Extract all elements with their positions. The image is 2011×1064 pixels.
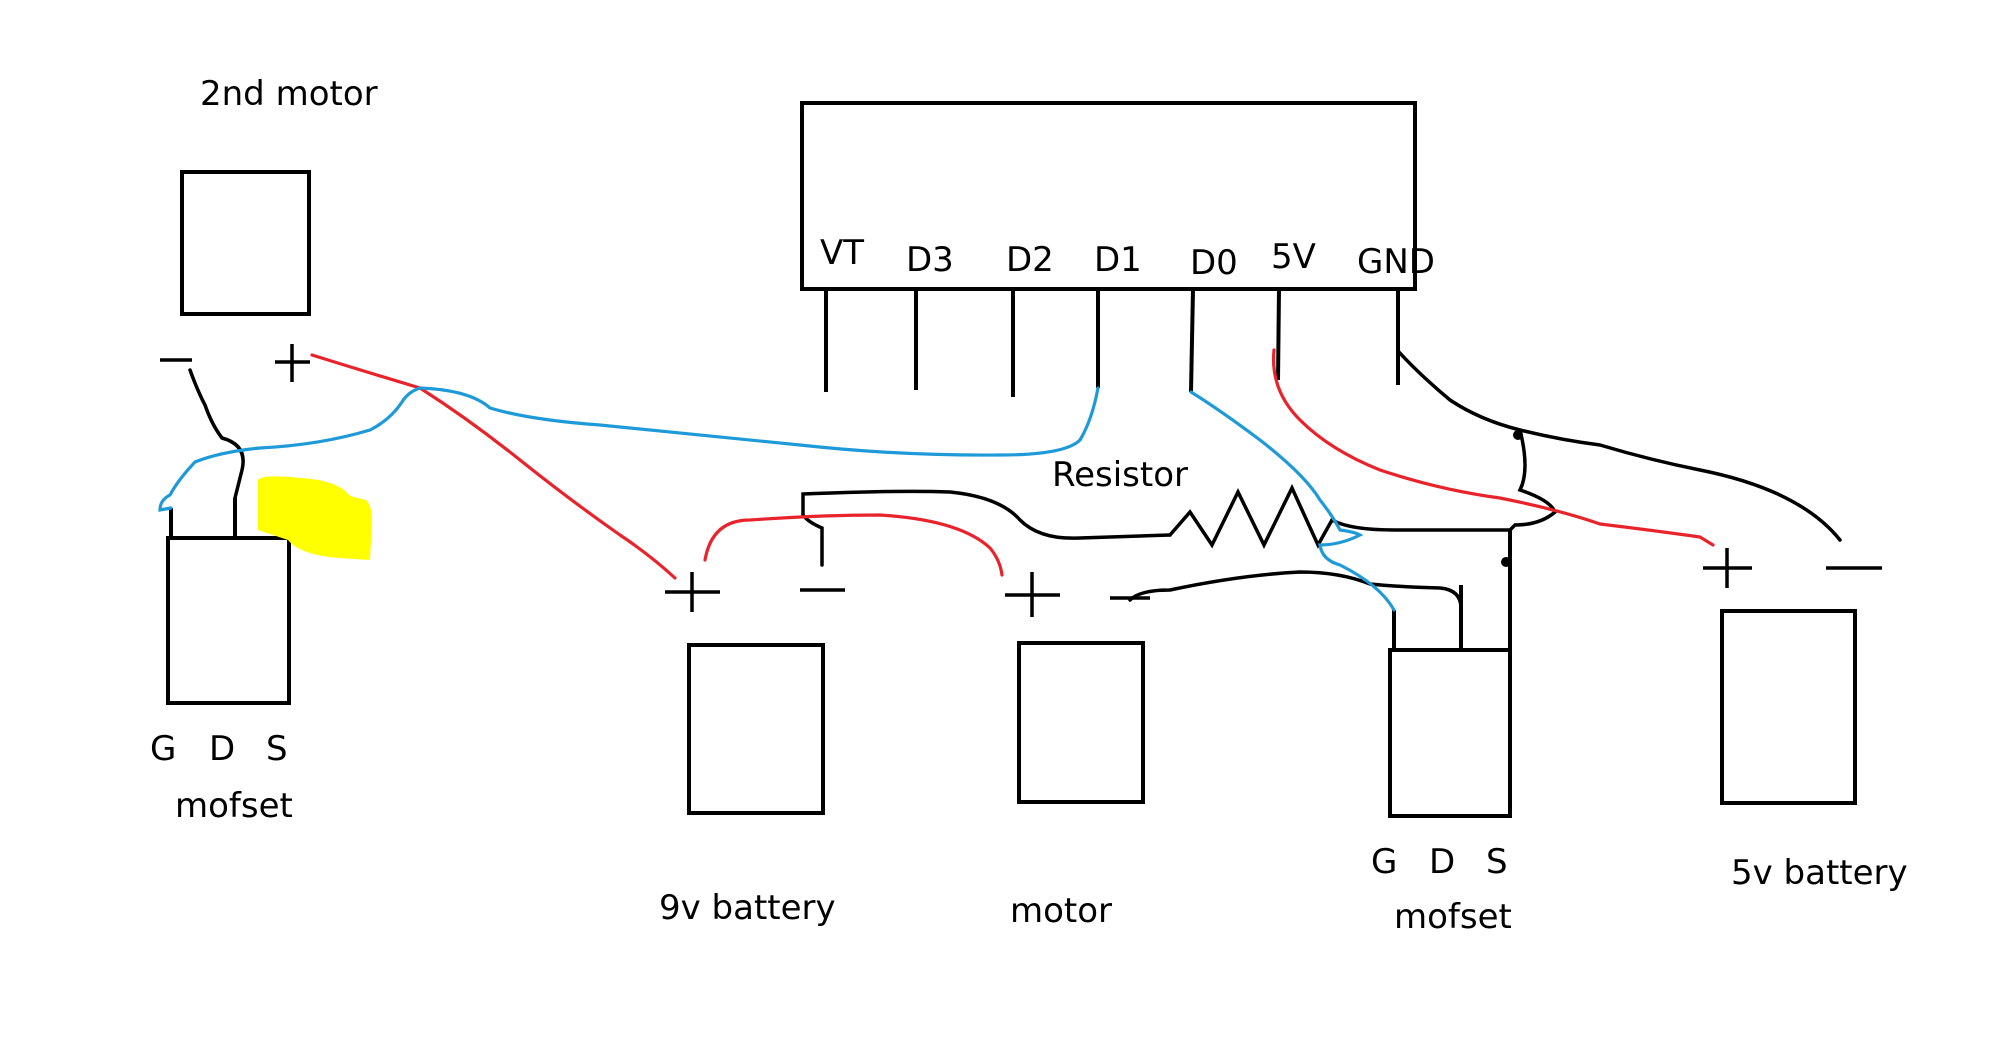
mosfet-left-label: mofset [175, 786, 293, 826]
receiver-module-box [800, 101, 1417, 291]
yellow-highlight [258, 476, 372, 560]
black-wire-gnd-bus [1396, 349, 1842, 542]
battery-5v-label: 5v battery [1731, 853, 1908, 893]
module-pin-vt: VT [820, 233, 865, 273]
motor-box [1017, 641, 1145, 804]
resistor-zigzag [1168, 483, 1334, 549]
blue-wire-d0-to-mosfet-right [1189, 390, 1396, 612]
blue-wire-d1-to-mosfet-left [158, 386, 1100, 512]
blue-wires [158, 386, 1396, 612]
black-wire-9v-minus [801, 489, 1172, 567]
red-wire-9v-to-motor [703, 513, 1004, 577]
polarity-marks [160, 344, 1882, 617]
red-wire-5v-to-battery [1271, 348, 1715, 547]
mosfet-left-pin-g: G [150, 729, 177, 769]
mosfet-right-legs [1392, 530, 1512, 650]
mosfet-right-label: mofset [1394, 897, 1512, 937]
module-pin-5v: 5V [1271, 237, 1316, 277]
mosfet-right-box [1388, 648, 1512, 818]
junction-dot-1 [1513, 430, 1523, 440]
mosfet-right-pin-s: S [1486, 842, 1508, 882]
resistor-label: Resistor [1052, 455, 1188, 495]
mosfet-left-pin-s: S [266, 729, 288, 769]
module-pin-gnd: GND [1357, 242, 1435, 282]
black-wire-2nd-motor-minus [188, 368, 245, 500]
mosfet-left-box [166, 536, 291, 705]
red-wires [310, 348, 1715, 580]
motor-label: motor [1010, 891, 1113, 931]
black-wire-motor-minus [1128, 570, 1463, 612]
black-wire-gnd-branch [1508, 428, 1558, 532]
second-motor-box [180, 170, 311, 316]
module-pin-d0: D0 [1190, 243, 1238, 283]
second-motor-label: 2nd motor [200, 74, 378, 114]
battery-9v-box [687, 643, 825, 815]
module-pin-lines [824, 288, 1400, 397]
battery-5v-box [1720, 609, 1857, 805]
mosfet-left-pin-d: D [209, 729, 236, 769]
module-pin-d3: D3 [906, 240, 954, 280]
junction-dot-2 [1501, 557, 1511, 567]
black-wire-resistor-to-mosfet [1330, 518, 1512, 532]
module-pin-d2: D2 [1006, 240, 1054, 280]
mosfet-right-pin-d: D [1429, 842, 1456, 882]
module-pin-d1: D1 [1094, 240, 1142, 280]
mosfet-right-pin-g: G [1371, 842, 1398, 882]
battery-9v-label: 9v battery [659, 888, 836, 928]
red-wire-2nd-motor-to-9v [310, 353, 677, 580]
